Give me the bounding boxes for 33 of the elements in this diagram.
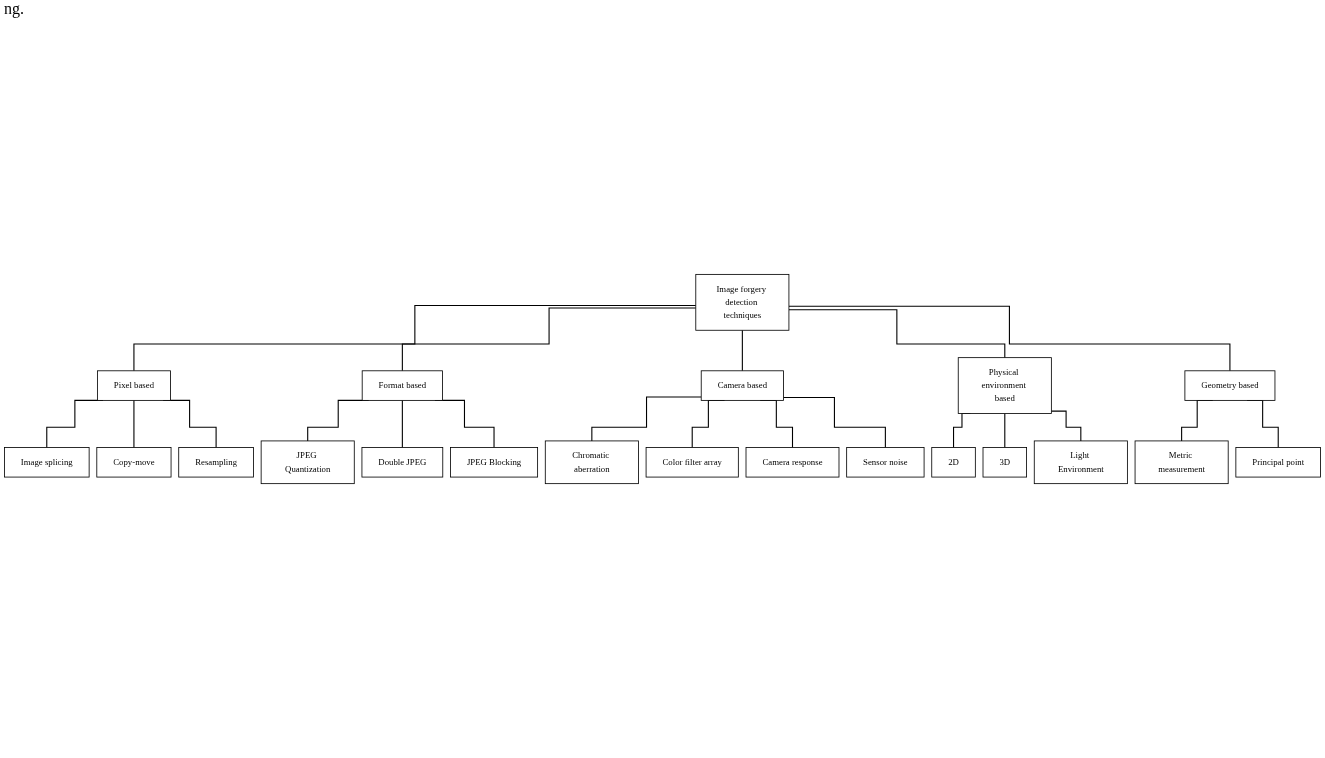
node-box: Image splicing	[4, 447, 90, 478]
connector	[782, 397, 886, 449]
node-box: Geometry based	[1184, 370, 1276, 401]
connector	[401, 399, 403, 449]
node-box: Resampling	[178, 447, 254, 478]
connector	[741, 329, 743, 372]
node-box: Camera response	[745, 447, 840, 478]
connector	[788, 309, 1006, 359]
node-box: JPEG Quantization	[260, 440, 355, 485]
node-box: Pixel based	[97, 370, 171, 401]
note-text: ng.	[4, 0, 24, 18]
node-box: 3D	[982, 447, 1027, 478]
node-box: Light Environment	[1033, 440, 1128, 485]
connector	[1004, 412, 1006, 449]
node-box: Image forgery detection techniques	[695, 273, 790, 331]
node-box: Color filter array	[645, 447, 739, 478]
node-box: Sensor noise	[846, 447, 925, 478]
connector	[133, 399, 135, 449]
node-box: Metric measurement	[1134, 440, 1229, 485]
node-box: Camera based	[700, 370, 784, 401]
node-box: Principal point	[1235, 447, 1321, 478]
connector	[1050, 410, 1082, 442]
connector	[133, 304, 697, 372]
node-box: Chromatic aberration	[544, 440, 639, 485]
node-box: JPEG Blocking	[450, 447, 538, 478]
connector	[788, 305, 1231, 372]
node-box: Physical environment based	[957, 357, 1052, 414]
connector	[591, 396, 702, 442]
node-box: Double JPEG	[361, 447, 444, 478]
node-box: 2D	[931, 447, 976, 478]
node-box: Copy-move	[96, 447, 172, 478]
connector	[401, 307, 697, 372]
node-box: Format based	[361, 370, 443, 401]
